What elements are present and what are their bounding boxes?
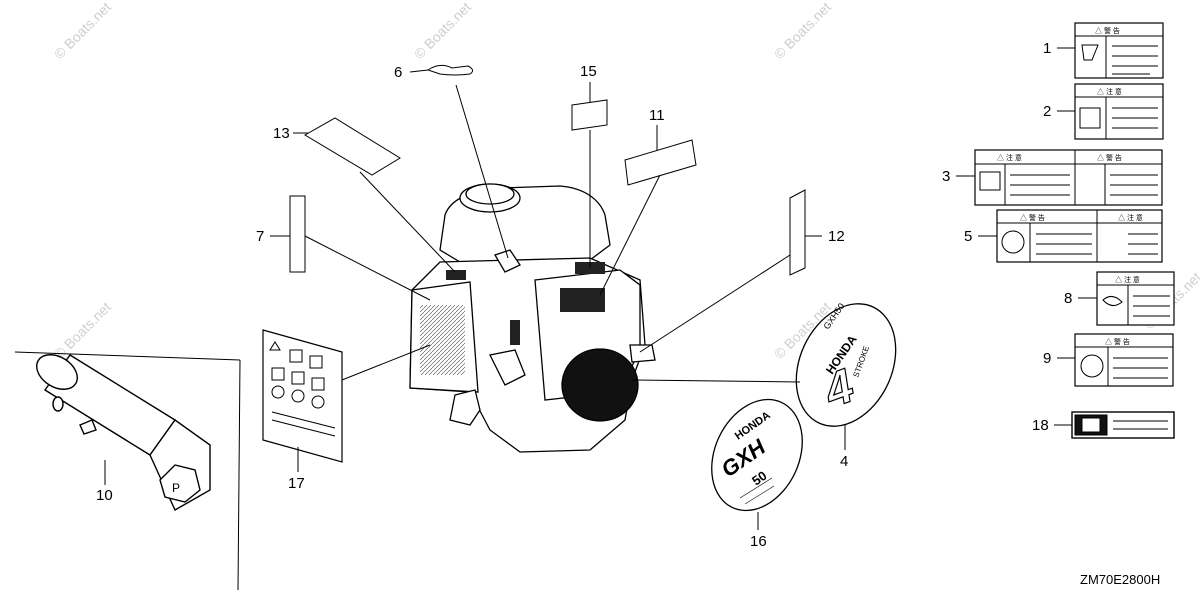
label-2-heading: △ 注 意 <box>1097 87 1122 96</box>
label-5-heading-right: △ 注 意 <box>1118 213 1143 222</box>
part-number-6: 6 <box>394 64 402 81</box>
label-3-heading-left: △ 注 意 <box>997 153 1022 162</box>
part-number-3: 3 <box>942 168 950 185</box>
label-7-shape <box>289 195 306 273</box>
decal-16: HONDA GXH 50 <box>711 398 803 512</box>
part-number-17: 17 <box>288 475 305 492</box>
label-12-shape <box>789 189 806 276</box>
label-5: △ 警 告 △ 注 意 <box>996 209 1163 263</box>
part-number-10: 10 <box>96 487 113 504</box>
part-number-5: 5 <box>964 228 972 245</box>
label-15-shape <box>571 99 608 131</box>
watermark: © Boats.net <box>51 0 114 62</box>
label-2: △ 注 意 <box>1074 83 1164 140</box>
part-number-4: 4 <box>840 453 848 470</box>
spark-plug-wrench: P <box>36 354 211 511</box>
label-1: △ 警 告 <box>1074 22 1164 79</box>
label-3: △ 注 意 △ 警 告 <box>974 149 1163 206</box>
label-17-sticker <box>262 329 343 463</box>
part-number-16: 16 <box>750 533 767 550</box>
leader-lines <box>14 47 1097 591</box>
svg-text:P: P <box>172 481 180 495</box>
part-number-11: 11 <box>649 107 665 124</box>
part-number-2: 2 <box>1043 103 1051 120</box>
label-9: △ 警 告 <box>1074 333 1174 387</box>
label-6-shape <box>426 64 474 76</box>
label-13-shape <box>304 117 401 176</box>
label-8: △ 注 意 <box>1096 271 1175 326</box>
decal-16-displacement: 50 <box>749 468 769 489</box>
part-number-9: 9 <box>1043 350 1051 367</box>
watermark: © Boats.net <box>771 0 834 62</box>
part-number-1: 1 <box>1043 40 1051 57</box>
label-3-heading-right: △ 警 告 <box>1097 153 1122 162</box>
drawing-code: ZM70E2800H <box>1080 572 1160 587</box>
part-number-18: 18 <box>1032 417 1049 434</box>
label-8-heading: △ 注 意 <box>1115 275 1140 284</box>
part-number-13: 13 <box>273 125 290 142</box>
label-18 <box>1071 411 1175 439</box>
label-11-shape <box>624 139 697 186</box>
engine-drawing <box>409 183 656 453</box>
part-number-7: 7 <box>256 228 264 245</box>
watermark: © Boats.net <box>411 0 474 62</box>
label-5-heading-left: △ 警 告 <box>1020 213 1045 222</box>
part-number-8: 8 <box>1064 290 1072 307</box>
part-numbers: 6 15 11 13 7 12 17 10 4 16 1 2 3 5 8 9 1… <box>96 40 1072 550</box>
decal-4: GXH50 HONDA 4 STROKE <box>795 301 897 427</box>
part-number-12: 12 <box>828 228 845 245</box>
watermark: © Boats.net <box>51 299 114 362</box>
label-9-heading: △ 警 告 <box>1105 337 1130 346</box>
part-number-15: 15 <box>580 63 597 80</box>
label-1-heading: △ 警 告 <box>1095 26 1120 35</box>
